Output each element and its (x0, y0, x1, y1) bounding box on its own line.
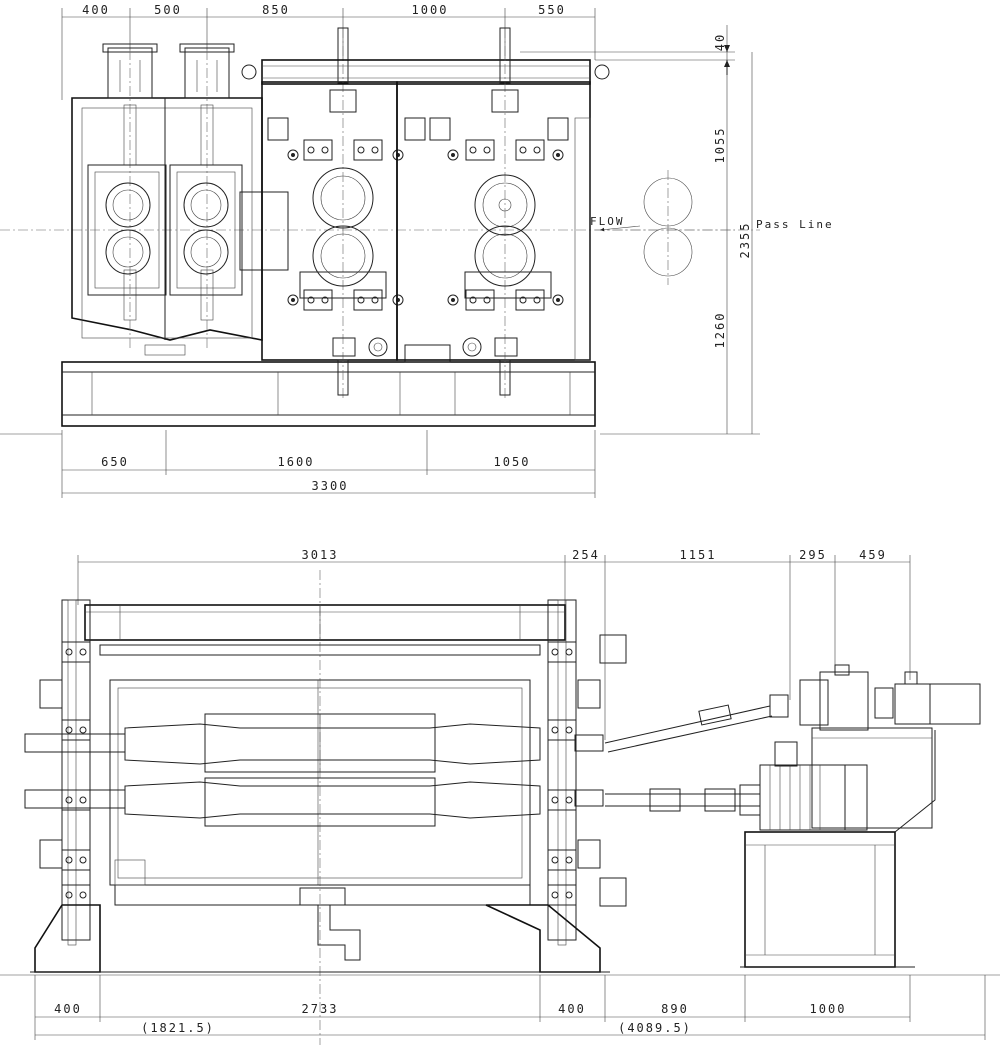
side-lower-frame (114, 859, 531, 961)
dim-front-right-top: 40 (713, 33, 727, 51)
pass-line-label: Pass Line (756, 218, 834, 231)
dim-front-right-total: 2355 (738, 222, 752, 259)
dim-front-top-4: 1000 (412, 3, 449, 17)
side-top-dimension-chain: 3013 254 1151 295 459 (77, 548, 911, 740)
dim-side-top-3: 1151 (680, 548, 717, 562)
dim-side-bottom-2: 2733 (302, 1002, 339, 1016)
side-upper-gear-unit (769, 664, 981, 829)
side-view: 3013 254 1151 295 459 (0, 548, 1000, 1045)
dim-front-overall: 3300 (312, 479, 349, 493)
dim-front-top-1: 400 (82, 3, 110, 17)
front-top-beam (241, 59, 610, 85)
side-main-motor (739, 741, 868, 831)
dim-side-bottom-1: 400 (54, 1002, 82, 1016)
front-base-frame (61, 344, 596, 427)
side-drive-shafts (574, 704, 773, 812)
side-lower-roll (24, 777, 541, 827)
side-bottom-dimension-chain: 400 2733 400 890 1000 (1821.5) (4089.5) (34, 975, 986, 1040)
pass-line-rolls-symbol (643, 170, 693, 285)
dim-front-top-3: 850 (262, 3, 290, 17)
flow-label: FLOW (590, 215, 625, 228)
front-left-stand (71, 43, 289, 356)
front-view: 400 500 850 1000 550 40 1055 1260 2355 F… (0, 3, 834, 498)
front-right-dimension-chain: 40 1055 1260 2355 (520, 25, 760, 435)
dim-front-right-lower: 1260 (713, 312, 727, 349)
dim-front-top-5: 550 (538, 3, 566, 17)
side-feet (30, 904, 610, 973)
dim-side-top-1: 3013 (302, 548, 339, 562)
front-bottom-dimension-chain: 650 1600 1050 3300 (0, 430, 596, 498)
dim-side-bracket-2: (4089.5) (618, 1021, 692, 1035)
dim-side-top-4: 295 (799, 548, 827, 562)
dim-front-bottom-3: 1050 (494, 455, 531, 469)
side-drive-stand (740, 730, 936, 968)
dim-front-top-2: 500 (154, 3, 182, 17)
front-right-stand (396, 27, 591, 400)
side-left-posts (39, 599, 91, 946)
dim-side-top-5: 459 (859, 548, 887, 562)
dim-side-top-2: 254 (572, 548, 600, 562)
dim-side-bottom-3: 400 (558, 1002, 586, 1016)
front-top-dimension-chain: 400 500 850 1000 550 (61, 3, 596, 100)
dim-side-bottom-4: 890 (661, 1002, 689, 1016)
dim-front-right-upper: 1055 (713, 127, 727, 164)
side-top-beam (84, 604, 566, 656)
dim-front-bottom-2: 1600 (278, 455, 315, 469)
side-right-posts (547, 599, 627, 946)
dim-side-bracket-1: (1821.5) (141, 1021, 215, 1035)
dim-front-bottom-1: 650 (101, 455, 129, 469)
dim-side-bottom-5: 1000 (810, 1002, 847, 1016)
side-upper-roll (24, 713, 541, 773)
